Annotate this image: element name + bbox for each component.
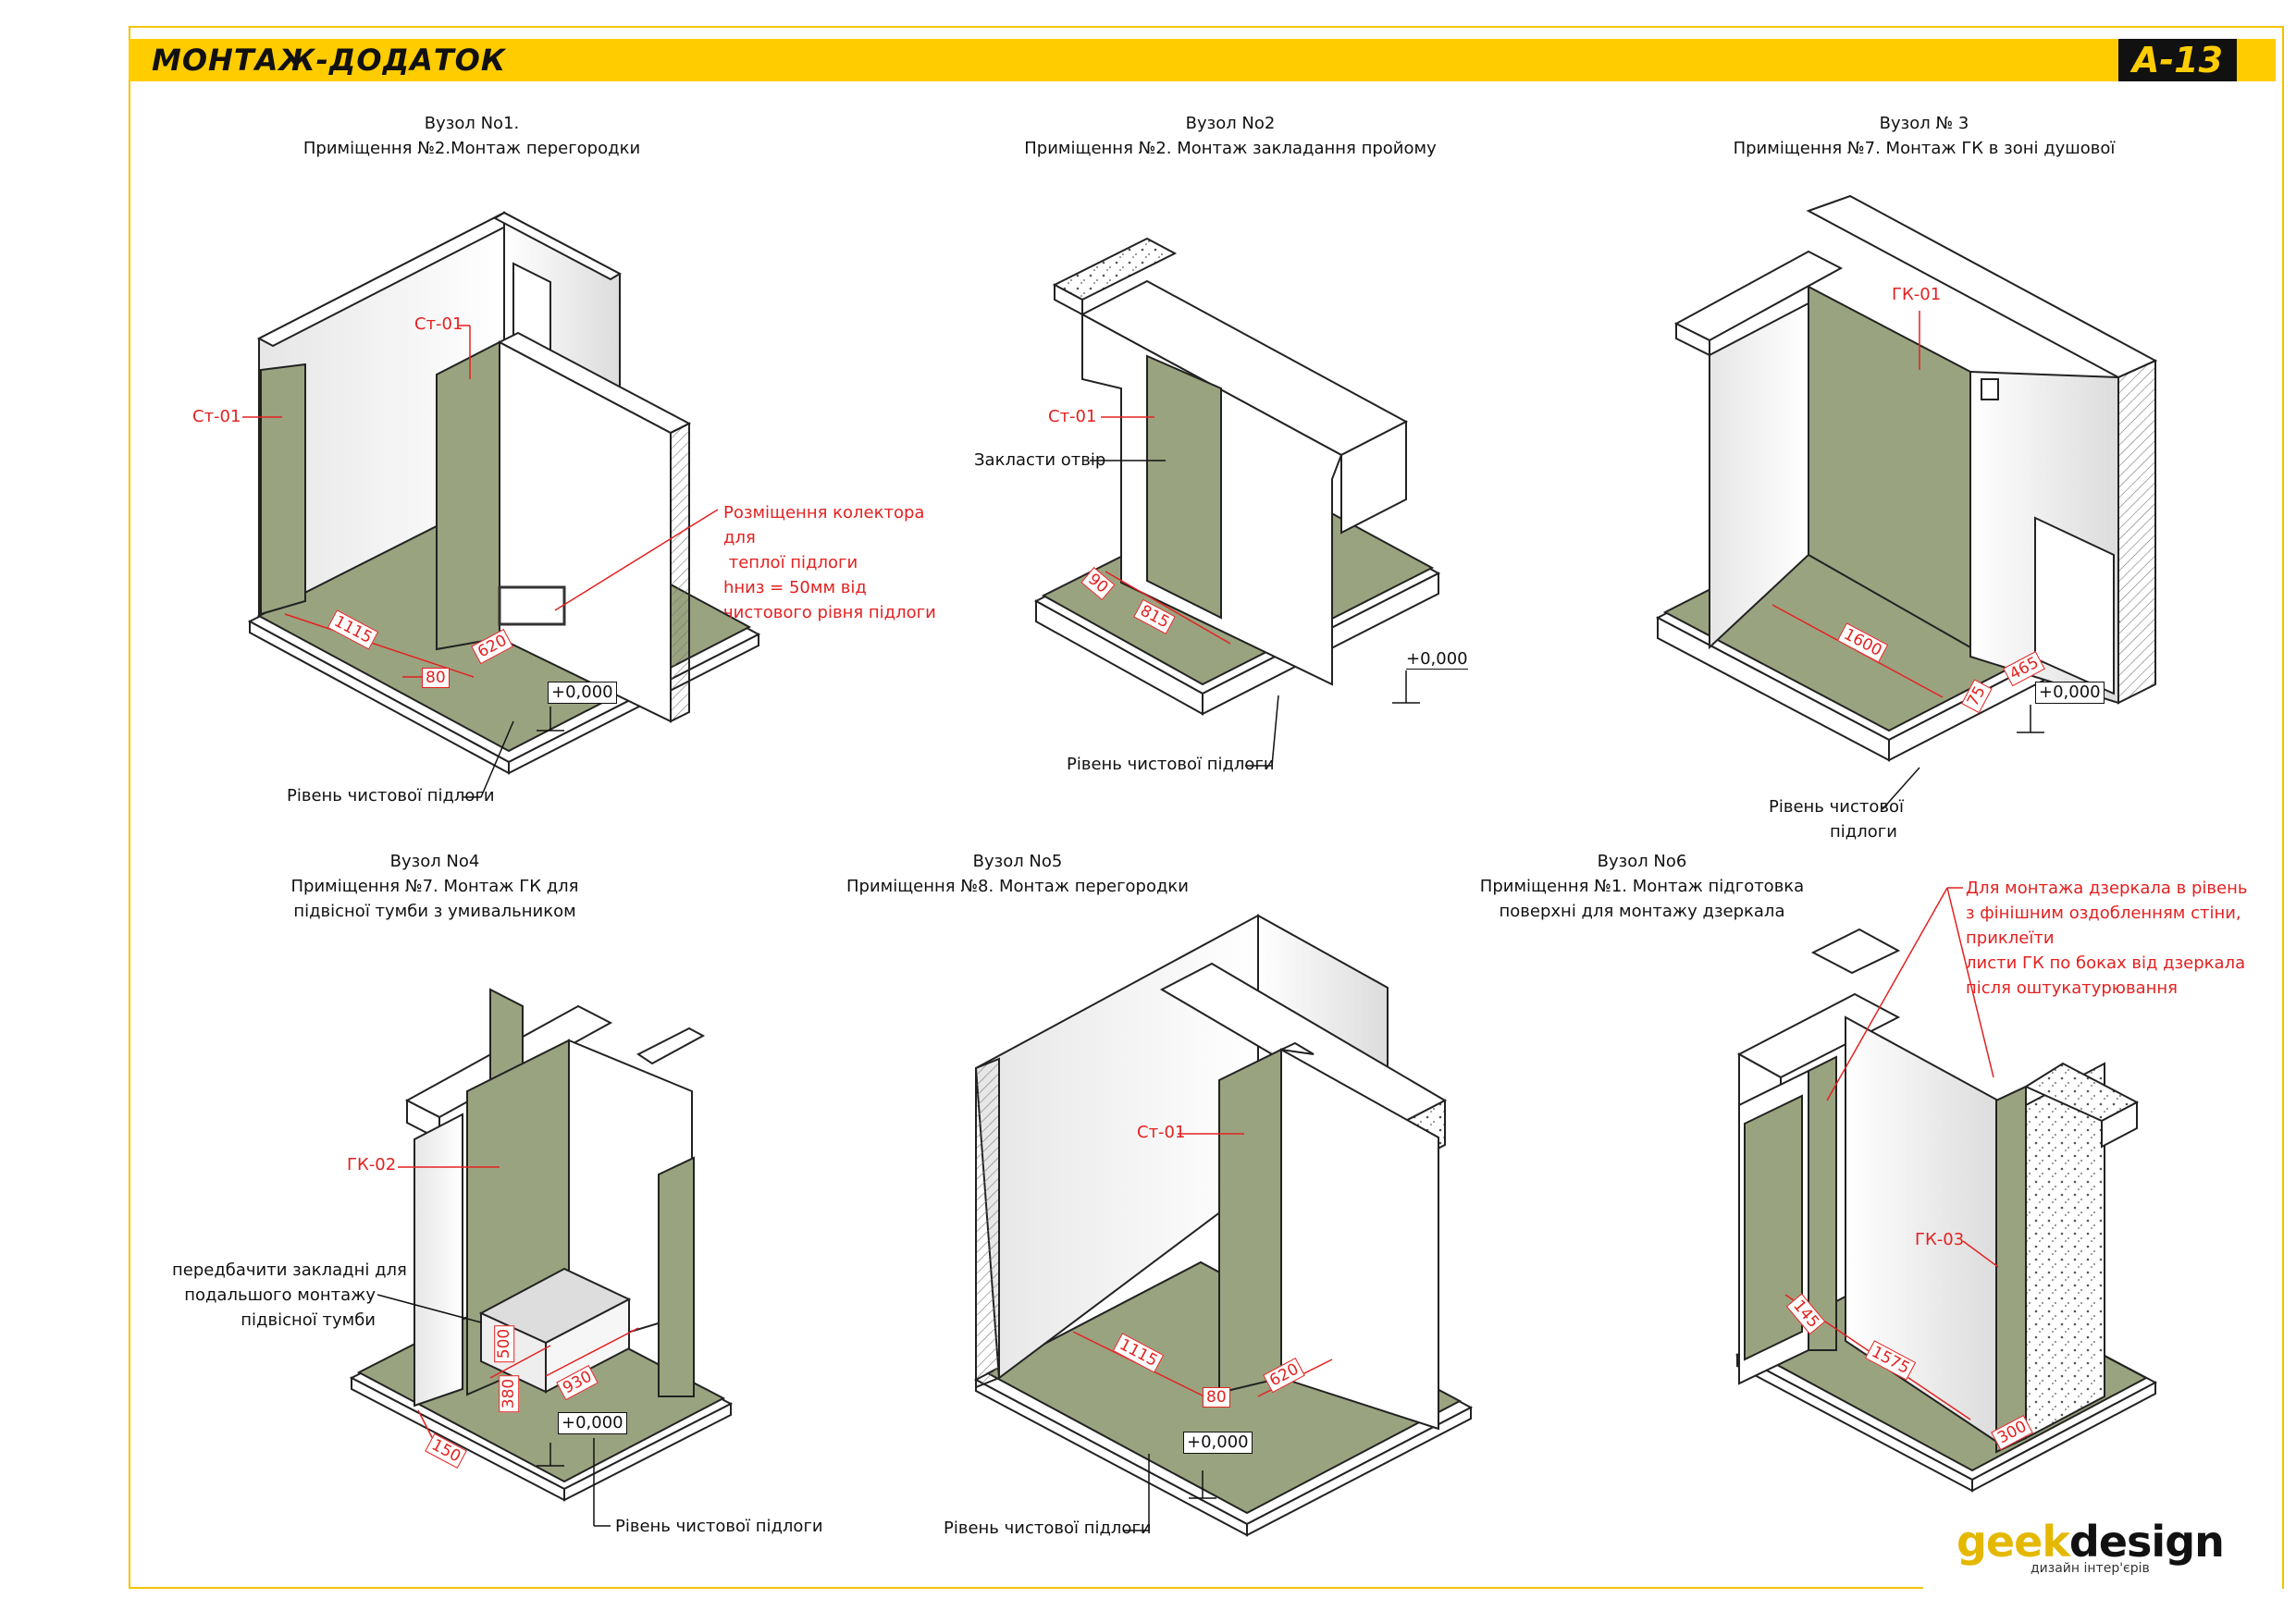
node4-drawing [349, 988, 734, 1502]
node2-black-leaders [1090, 460, 1420, 767]
n3-gk-label: ГК-01 [1892, 285, 1942, 304]
n2-st-label: Ст-01 [1048, 407, 1097, 426]
n3-floor-label-2: підлоги [1830, 822, 1897, 842]
n1-level-mark: +0,000 [548, 682, 617, 704]
n3-level-mark: +0,000 [2035, 682, 2105, 704]
n6-mirror-note: Для монтажа дзеркала в рівень з фінішним… [1966, 879, 2248, 998]
n1-floor-label: Рівень чистової підлоги [287, 786, 495, 805]
n4-dim-500: 500 [494, 1324, 515, 1363]
sheet-title: МОНТАЖ-ДОДАТОК [152, 43, 507, 78]
n1-st-top-label: Ст-01 [414, 314, 463, 334]
node4-black-leaders [376, 1294, 611, 1527]
n2-level-mark: +0,000 [1406, 649, 1468, 670]
n1-st-left-label: Ст-01 [192, 407, 241, 426]
node3-drawing [1655, 194, 2158, 762]
geekdesign-logo: geekdesign дизайн інтер'єрів [1957, 1517, 2225, 1576]
node6-drawing [1734, 928, 2158, 1493]
node5-black-leaders [1124, 1454, 1216, 1531]
n1-dim-80: 80 [422, 668, 450, 688]
n4-embed-note: передбачити закладні для подальшого монт… [172, 1260, 407, 1330]
n1-collector-note: Розміщення колектора для теплої підлоги … [723, 503, 936, 622]
n4-level-mark: +0,000 [558, 1412, 627, 1434]
sheet-number: А-13 [2118, 39, 2237, 81]
n6-gk-label: ГК-03 [1915, 1230, 1965, 1249]
n3-floor-label-1: Рівень чистової [1769, 797, 1904, 817]
n4-floor-label: Рівень чистової підлоги [615, 1517, 823, 1536]
n4-gk-label: ГК-02 [347, 1155, 397, 1174]
n5-floor-label: Рівень чистової підлоги [944, 1518, 1152, 1538]
n5-st-label: Ст-01 [1137, 1123, 1186, 1142]
n2-opening-label: Закласти отвір [974, 450, 1106, 470]
frame-right-line [2282, 26, 2284, 1589]
node3-black-leaders [1882, 705, 2044, 810]
n2-floor-label: Рівень чистової підлоги [1067, 755, 1275, 774]
node-title-1: Вузол No1.Приміщення №2.Монтаж перегород… [302, 114, 641, 158]
n4-dim-380: 380 [499, 1374, 520, 1413]
node5-drawing [973, 914, 1474, 1537]
n5-level-mark: +0,000 [1183, 1432, 1253, 1454]
node1-floor-leader [463, 707, 564, 798]
node1-leaders [242, 325, 719, 678]
frame-top-line [129, 26, 2284, 28]
title-bar [129, 39, 2276, 81]
node2-leaders [1101, 416, 1231, 645]
frame-bottom-line [129, 1587, 1923, 1589]
node1-drawing [247, 211, 761, 775]
node2-drawing [1033, 237, 1441, 716]
n5-dim-80: 80 [1203, 1387, 1230, 1408]
frame-left-line [129, 26, 130, 1589]
